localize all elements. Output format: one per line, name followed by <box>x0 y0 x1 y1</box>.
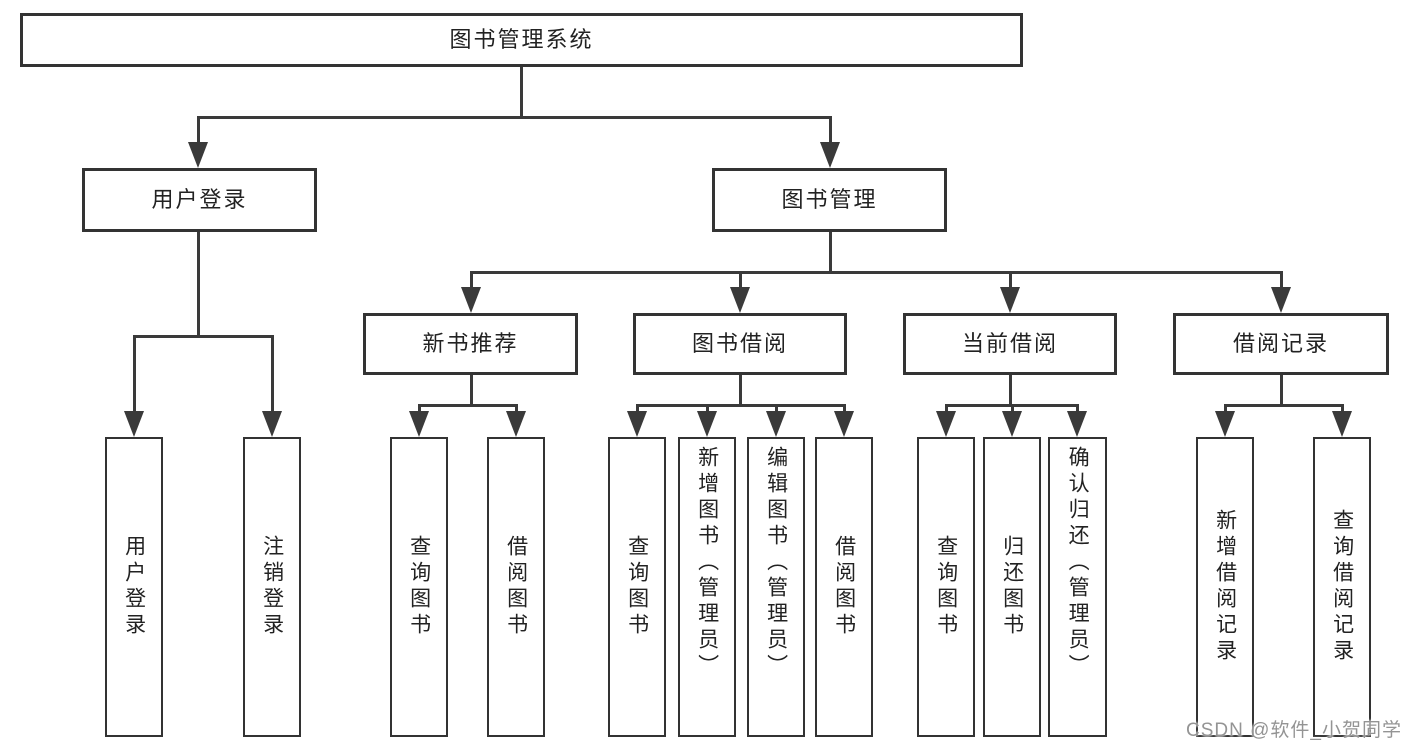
arrowhead-icon <box>262 411 282 437</box>
connector-line <box>470 270 1283 274</box>
node-leaf-query-book-1: 查询图书 <box>390 437 448 737</box>
connector-line <box>1224 403 1344 407</box>
node-label: 图书借阅 <box>691 330 788 356</box>
arrowhead-icon <box>697 411 717 437</box>
connector-line <box>1008 374 1012 407</box>
connector-line <box>1279 272 1283 289</box>
node-book-management: 图书管理 <box>712 168 947 232</box>
node-label: 借阅图书 <box>504 535 528 639</box>
arrowhead-icon <box>730 287 750 313</box>
connector-line <box>705 405 709 413</box>
arrowhead-icon <box>1332 411 1352 437</box>
connector-line <box>636 403 846 407</box>
node-leaf-query-book-2: 查询图书 <box>608 437 666 737</box>
connector-line <box>738 374 742 407</box>
node-new-book-recommend: 新书推荐 <box>363 313 578 375</box>
arrowhead-icon <box>506 411 526 437</box>
connector-line <box>1075 405 1079 413</box>
node-leaf-confirm-return: 确认归还（管理员） <box>1048 437 1107 737</box>
node-leaf-add-book: 新增图书（管理员） <box>678 437 736 737</box>
arrowhead-icon <box>124 411 144 437</box>
connector-line <box>418 403 518 407</box>
arrowhead-icon <box>627 411 647 437</box>
arrowhead-icon <box>766 411 786 437</box>
node-label: 查询图书 <box>934 535 958 639</box>
node-leaf-borrow-book-2: 借阅图书 <box>815 437 873 737</box>
connector-line <box>197 115 832 119</box>
connector-line <box>738 272 742 289</box>
csdn-watermark: CSDN @软件_小贺同学 <box>1186 720 1402 741</box>
node-label: 查询借阅记录 <box>1330 509 1354 665</box>
connector-line <box>270 336 274 413</box>
node-current-borrow: 当前借阅 <box>903 313 1117 375</box>
node-label: 注销登录 <box>260 535 284 639</box>
arrowhead-icon <box>1067 411 1087 437</box>
connector-line <box>196 231 200 338</box>
connector-line <box>469 374 473 407</box>
node-leaf-edit-book: 编辑图书（管理员） <box>747 437 805 737</box>
arrowhead-icon <box>820 142 840 168</box>
arrowhead-icon <box>936 411 956 437</box>
node-label: 当前借阅 <box>961 330 1058 356</box>
node-label: 图书管理 <box>781 186 878 212</box>
node-leaf-logout: 注销登录 <box>243 437 301 737</box>
node-label: 查询图书 <box>625 535 649 639</box>
connector-line <box>828 231 832 274</box>
node-label: 归还图书 <box>1000 535 1024 639</box>
connector-line <box>828 117 832 144</box>
connector-line <box>1340 405 1344 413</box>
arrowhead-icon <box>188 142 208 168</box>
node-user-login: 用户登录 <box>82 168 317 232</box>
node-label: 图书管理系统 <box>449 26 594 52</box>
connector-line <box>774 405 778 413</box>
connector-line <box>1008 272 1012 289</box>
node-leaf-user-login: 用户登录 <box>105 437 163 737</box>
node-label: 新增借阅记录 <box>1213 509 1237 665</box>
node-book-borrow: 图书借阅 <box>633 313 847 375</box>
node-leaf-query-book-3: 查询图书 <box>917 437 975 737</box>
node-label: 借阅记录 <box>1232 330 1329 356</box>
node-label: 编辑图书（管理员） <box>764 446 788 680</box>
connector-line <box>133 334 274 338</box>
node-label: 用户登录 <box>151 186 248 212</box>
connector-line <box>635 405 639 413</box>
node-leaf-add-borrow-record: 新增借阅记录 <box>1196 437 1254 737</box>
arrowhead-icon <box>461 287 481 313</box>
node-leaf-borrow-book-1: 借阅图书 <box>487 437 545 737</box>
connector-line <box>519 66 523 119</box>
arrowhead-icon <box>834 411 854 437</box>
node-label: 新增图书（管理员） <box>695 446 719 680</box>
connector-line <box>1279 374 1283 407</box>
connector-line <box>1223 405 1227 413</box>
arrowhead-icon <box>1215 411 1235 437</box>
connector-line <box>469 272 473 289</box>
connector-line <box>944 405 948 413</box>
arrowhead-icon <box>409 411 429 437</box>
node-label: 用户登录 <box>122 535 146 639</box>
arrowhead-icon <box>1000 287 1020 313</box>
connector-line <box>417 405 421 413</box>
arrowhead-icon <box>1002 411 1022 437</box>
node-label: 查询图书 <box>407 535 431 639</box>
connector-line <box>514 405 518 413</box>
node-leaf-return-book: 归还图书 <box>983 437 1041 737</box>
node-label: 确认归还（管理员） <box>1066 446 1090 680</box>
node-borrow-records: 借阅记录 <box>1173 313 1389 375</box>
connector-line <box>196 117 200 144</box>
node-leaf-query-borrow-record: 查询借阅记录 <box>1313 437 1371 737</box>
node-root: 图书管理系统 <box>20 13 1023 67</box>
node-label: 新书推荐 <box>422 330 519 356</box>
node-label: 借阅图书 <box>832 535 856 639</box>
connector-line <box>842 405 846 413</box>
connector-line <box>132 336 136 413</box>
arrowhead-icon <box>1271 287 1291 313</box>
connector-line <box>1010 405 1014 413</box>
